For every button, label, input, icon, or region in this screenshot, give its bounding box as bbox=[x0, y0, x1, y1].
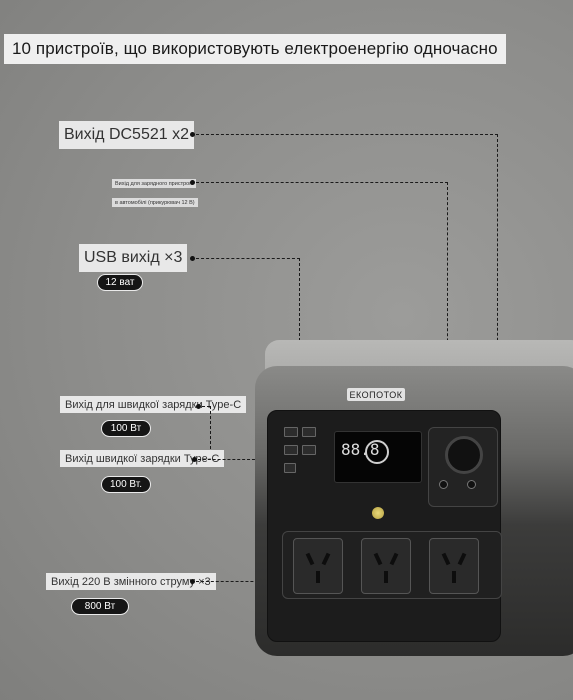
device-brand-label: ЕКОПОТОК bbox=[347, 388, 405, 401]
lcd-display: 88.8 bbox=[334, 431, 422, 483]
dc-leader-h bbox=[196, 134, 498, 135]
device-body: ЕКОПОТОК 88.8 bbox=[255, 366, 573, 656]
usb-output-label: USB вихід ×3 bbox=[79, 244, 188, 272]
usb-a-port-3 bbox=[284, 463, 296, 473]
dc-ports-frame bbox=[428, 427, 498, 507]
dc-callout-dot bbox=[190, 132, 195, 137]
usb-power-badge-text: 12 ват bbox=[105, 277, 135, 288]
front-panel: 88.8 bbox=[267, 410, 502, 642]
typec2-leader-h bbox=[198, 459, 304, 460]
ac-outlet-3 bbox=[429, 538, 479, 594]
lcd-ring-icon bbox=[365, 440, 389, 464]
typec-fast-label-1: Вихід для швидкої зарядки Type-C bbox=[60, 396, 247, 413]
typec1-leader-h bbox=[202, 406, 210, 407]
page-title: 10 пристроїв, що використовують електрое… bbox=[4, 34, 506, 64]
usb-c-port-1 bbox=[284, 445, 298, 455]
usb-leader-h bbox=[196, 258, 300, 259]
typec2-power-badge: 100 Вт. bbox=[101, 476, 151, 493]
typec2-callout-dot bbox=[192, 457, 197, 462]
power-button-icon bbox=[372, 507, 384, 519]
ac-output-label: Вихід 220 В змінного струму ×3 bbox=[46, 573, 216, 590]
typec1-callout-dot bbox=[196, 404, 201, 409]
ac-power-badge: 800 Вт bbox=[71, 598, 129, 615]
typec-fast-label-1-text: Вихід для швидкої зарядки Type-C bbox=[65, 398, 242, 411]
typec-fast-label-2: Вихід швидкої зарядки Type-C bbox=[60, 450, 225, 467]
power-station: ЕКОПОТОК 88.8 bbox=[255, 336, 573, 666]
usb-c-port-2 bbox=[302, 445, 316, 455]
ac-outlet-1 bbox=[293, 538, 343, 594]
usb-callout-dot bbox=[190, 256, 195, 261]
usb-power-badge: 12 ват bbox=[97, 274, 143, 291]
typec-fast-label-2-text: Вихід швидкої зарядки Type-C bbox=[65, 452, 220, 465]
dc-leader-v bbox=[497, 134, 498, 460]
ac-leader-h bbox=[196, 581, 288, 582]
page-title-text: 10 пристроїв, що використовують електрое… bbox=[12, 39, 498, 58]
car-leader-v bbox=[447, 182, 448, 422]
ac-outlets-frame bbox=[282, 531, 502, 599]
typec2-power-badge-text: 100 Вт. bbox=[109, 479, 143, 490]
dc-output-label-text: Вихід DC5521 x2 bbox=[64, 126, 189, 143]
car-leader-h bbox=[196, 182, 448, 183]
ac-output-label-text: Вихід 220 В змінного струму ×3 bbox=[51, 575, 211, 588]
typec1-power-badge: 100 Вт bbox=[101, 420, 151, 437]
car-charger-line2-text: в автомобілі (прикурювач 12 В) bbox=[115, 199, 195, 206]
usb-a-port-2 bbox=[302, 427, 316, 437]
dc5521-port-icon-2 bbox=[467, 480, 476, 489]
dc5521-port-icon bbox=[439, 480, 448, 489]
car-charger-label-line1: Вихід для зарядного пристрою bbox=[112, 179, 197, 188]
ac-callout-dot bbox=[190, 579, 195, 584]
usb-a-port-1 bbox=[284, 427, 298, 437]
car-callout-dot bbox=[190, 180, 195, 185]
usb-leader-v bbox=[299, 258, 300, 416]
typec1-leader-v bbox=[210, 406, 211, 454]
car-socket-icon bbox=[445, 436, 483, 474]
ac-outlet-2 bbox=[361, 538, 411, 594]
typec1-power-badge-text: 100 Вт bbox=[110, 423, 142, 434]
usb-output-label-text: USB вихід ×3 bbox=[84, 249, 183, 266]
dc-output-label: Вихід DC5521 x2 bbox=[59, 121, 194, 149]
car-charger-label-line2: в автомобілі (прикурювач 12 В) bbox=[112, 198, 198, 207]
ac-power-badge-text: 800 Вт bbox=[84, 601, 116, 612]
device-brand-text: ЕКОПОТОК bbox=[349, 389, 403, 400]
car-charger-line1-text: Вихід для зарядного пристрою bbox=[115, 180, 194, 187]
